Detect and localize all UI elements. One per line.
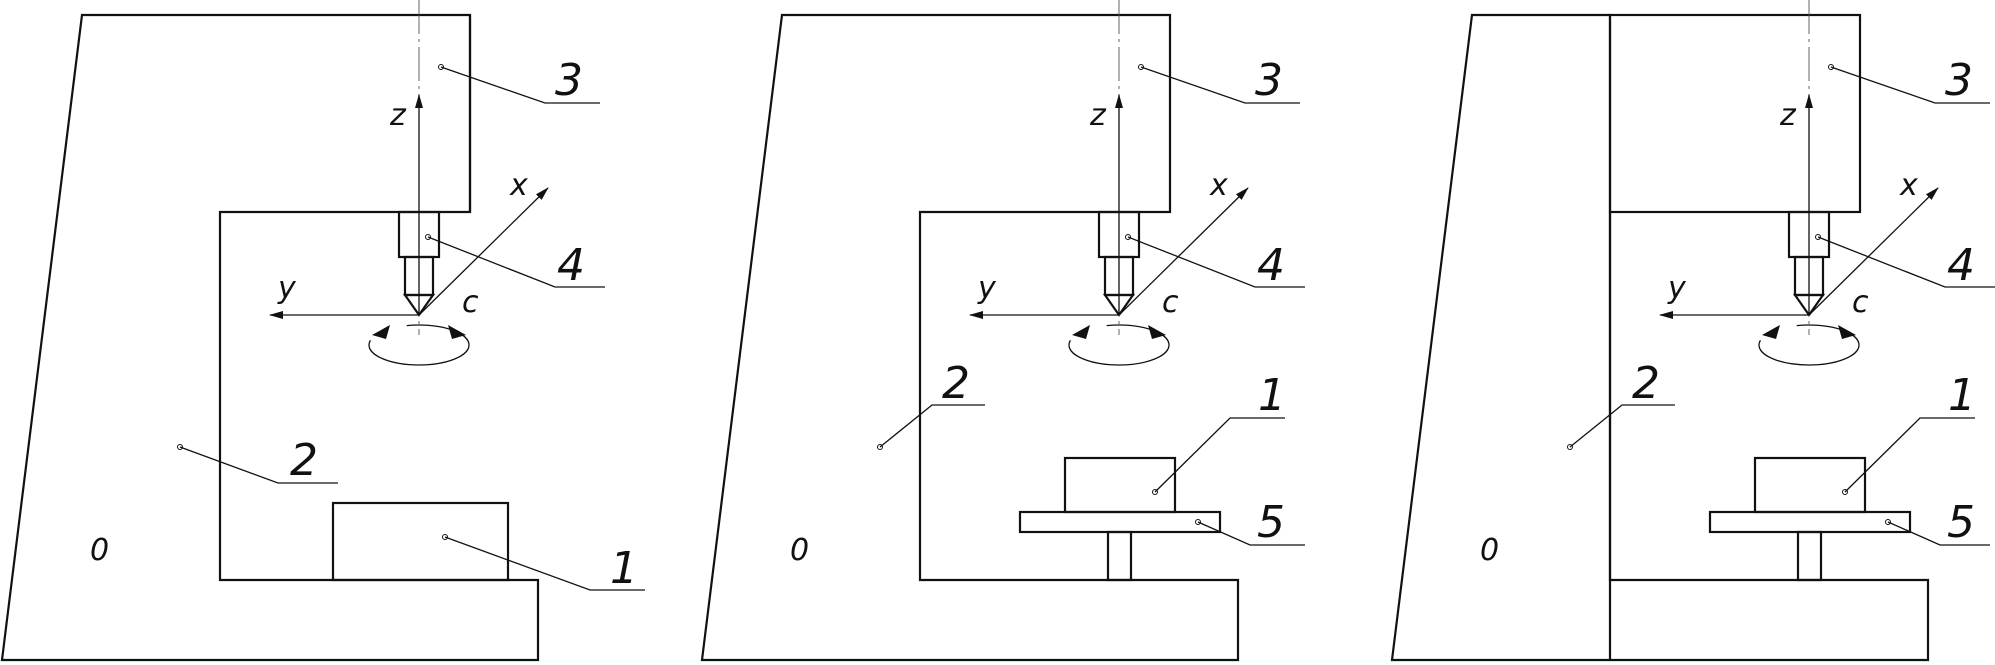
- label-axis-y: y: [277, 271, 297, 306]
- label-tool: 4: [557, 240, 585, 291]
- panel-2: 3 4 2 1 5 z y x c 0: [700, 0, 1305, 662]
- frame-body: [0, 13, 540, 662]
- frame-body: [700, 13, 1240, 662]
- label-rotation-c: c: [1162, 285, 1179, 320]
- label-tool: 4: [1257, 240, 1285, 291]
- label-frame: 2: [290, 435, 318, 486]
- label-axis-x: x: [1899, 168, 1918, 203]
- leaders: [177, 64, 645, 591]
- label-base: 0: [790, 533, 809, 568]
- label-frame: 2: [1632, 358, 1660, 409]
- frame-body: [1390, 13, 1930, 662]
- leaders: [1567, 64, 1995, 546]
- label-part: 1: [1258, 370, 1286, 421]
- label-rotation-c: c: [462, 285, 479, 320]
- label-axis-z: z: [389, 98, 407, 133]
- label-table: 5: [1257, 497, 1285, 548]
- label-axis-y: y: [1667, 271, 1687, 306]
- label-tool: 4: [1947, 240, 1975, 291]
- spindle-head: [1608, 13, 1862, 214]
- axis-x: [418, 187, 549, 316]
- rotary-table: [1708, 510, 1912, 582]
- label-part: 1: [1948, 370, 1976, 421]
- label-table: 5: [1947, 497, 1975, 548]
- label-spindle-head: 3: [555, 55, 583, 106]
- label-base: 0: [90, 533, 109, 568]
- label-rotation-c: c: [1852, 285, 1869, 320]
- panel-3: 3 4 2 1 5 z y x c 0: [1390, 0, 1995, 662]
- label-axis-y: y: [977, 271, 997, 306]
- label-spindle-head: 3: [1945, 55, 1973, 106]
- panel-1: 3 4 2 1 z y x c 0: [0, 0, 645, 662]
- label-axis-x: x: [509, 168, 528, 203]
- label-frame: 2: [942, 358, 970, 409]
- label-axis-z: z: [1779, 98, 1797, 133]
- workpiece: [1063, 456, 1177, 514]
- rotary-table: [1018, 510, 1222, 582]
- rotation-c-arrow: [368, 324, 470, 366]
- workpiece: [331, 501, 510, 582]
- label-base: 0: [1480, 533, 1499, 568]
- leaders: [877, 64, 1305, 546]
- label-axis-x: x: [1209, 168, 1228, 203]
- rotation-c-arrow: [1758, 324, 1860, 366]
- label-axis-z: z: [1089, 98, 1107, 133]
- axis-x: [1808, 187, 1939, 316]
- axis-x: [1118, 187, 1249, 316]
- label-spindle-head: 3: [1255, 55, 1283, 106]
- label-part: 1: [610, 543, 638, 594]
- rotation-c-arrow: [1068, 324, 1170, 366]
- workpiece: [1753, 456, 1867, 514]
